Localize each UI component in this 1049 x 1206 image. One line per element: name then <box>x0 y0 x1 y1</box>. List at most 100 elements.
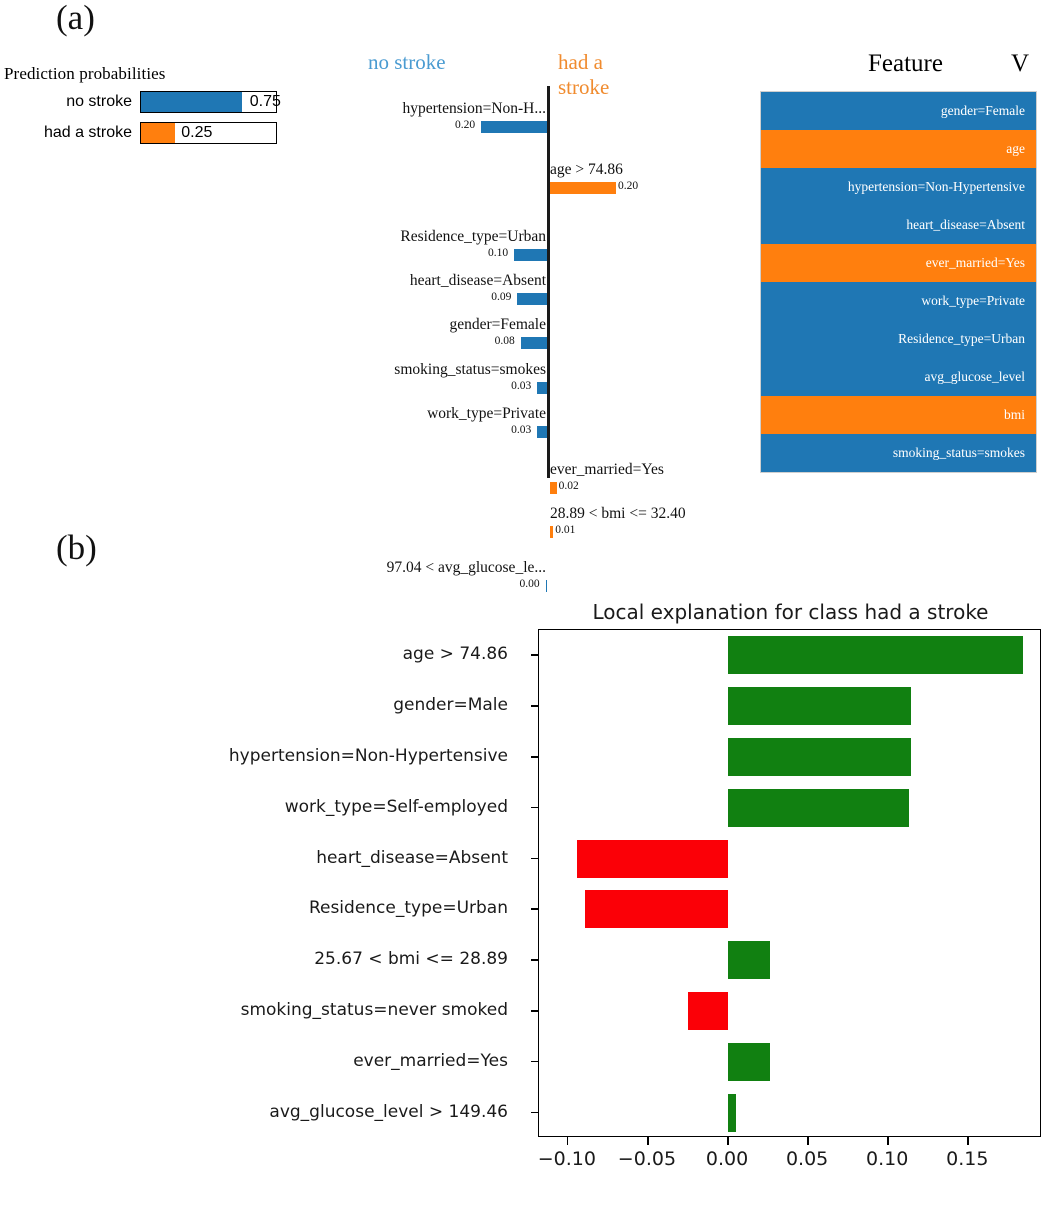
explanation-bar <box>728 636 1023 675</box>
x-axis-tick-label: −0.10 <box>537 1148 596 1170</box>
y-axis-tick <box>531 1111 539 1114</box>
contribution-value: 0.01 <box>555 524 576 536</box>
contribution-value: 0.03 <box>511 380 532 392</box>
explanation-bar <box>687 992 729 1030</box>
prediction-probability-fill <box>141 92 243 112</box>
y-axis-tick <box>531 756 539 758</box>
contributions-header: no stroke had a stroke <box>330 50 630 99</box>
contribution-value: 0.03 <box>511 424 532 436</box>
contribution-bar <box>550 182 616 194</box>
explanation-bar <box>728 1093 737 1132</box>
x-axis-tick-label: 0.00 <box>705 1148 749 1170</box>
y-axis-tick <box>531 654 539 656</box>
contribution-label: heart_disease=Absent <box>409 272 546 289</box>
bar-category-label: 25.67 < bmi <= 28.89 <box>314 949 508 970</box>
bar-category-label: work_type=Self-employed <box>284 796 508 817</box>
contribution-label: hypertension=Non-H... <box>402 100 546 117</box>
feature-value-row: heart_disease=Absent <box>761 206 1036 244</box>
feature-name: avg_glucose_level <box>924 369 1025 384</box>
x-axis-tick <box>887 1137 889 1145</box>
contribution-value: 0.09 <box>491 291 512 303</box>
x-axis-tick <box>566 1137 569 1145</box>
feature-name: work_type=Private <box>921 293 1025 308</box>
explanation-bar <box>728 738 911 776</box>
feature-name: Residence_type=Urban <box>898 331 1025 346</box>
feature-contributions-chart: no stroke had a stroke hypertension=Non-… <box>330 50 686 592</box>
prediction-class-label: no stroke <box>66 93 132 110</box>
y-axis-tick <box>531 857 539 860</box>
contributions-body: hypertension=Non-H... 0.20 age > 74.86 0.20… <box>330 86 686 592</box>
feature-value-header: Feature V <box>760 50 1049 90</box>
contribution-label: 28.89 < bmi <= 32.40 <box>550 505 686 522</box>
contribution-value: 0.20 <box>455 119 476 131</box>
class-label-had-a-stroke: had a stroke <box>558 50 610 99</box>
contribution-label: work_type=Private <box>427 405 546 422</box>
y-axis-tick <box>531 1060 539 1063</box>
feature-value-table: Feature V gender=Female age hypertension=N… <box>760 50 1049 473</box>
contribution-value: 0.20 <box>618 180 639 192</box>
contribution-value: 0.00 <box>519 578 540 590</box>
feature-value-row: avg_glucose_level <box>761 358 1036 396</box>
contribution-bar <box>517 293 547 305</box>
feature-name: heart_disease=Absent <box>906 217 1025 232</box>
contribution-bar <box>514 249 547 261</box>
feature-value-row: ever_married=Yes <box>761 244 1036 282</box>
contribution-bar <box>537 426 547 438</box>
x-axis-tick-label: 0.10 <box>866 1148 909 1170</box>
bar-category-label: ever_married=Yes <box>353 1050 508 1071</box>
feature-name: bmi <box>1003 407 1025 422</box>
y-axis-tick <box>531 1010 539 1012</box>
x-axis-tick <box>727 1137 729 1145</box>
x-axis-tick-label: −0.05 <box>617 1148 677 1170</box>
bar-category-label: gender=Male <box>393 695 508 716</box>
feature-value-row: Residence_type=Urban <box>761 320 1036 358</box>
feature-value-row: age <box>761 130 1036 168</box>
feature-name: smoking_status=smokes <box>892 445 1025 460</box>
prediction-probability-value: 0.25 <box>181 124 213 141</box>
contribution-bar <box>520 337 547 349</box>
column-header-value: V <box>1011 50 1030 77</box>
contribution-label: ever_married=Yes <box>550 461 664 478</box>
contribution-bar <box>550 482 557 494</box>
contribution-label: 97.04 < avg_glucose_le... <box>386 559 546 576</box>
contribution-label: age > 74.86 <box>550 161 623 178</box>
contribution-value: 0.10 <box>488 247 509 259</box>
contribution-bar <box>550 526 554 538</box>
x-axis-tick-label: 0.05 <box>785 1148 829 1170</box>
contribution-bar <box>537 382 547 394</box>
bar-category-label: smoking_status=never smoked <box>240 1000 508 1020</box>
feature-name: age <box>1006 141 1025 156</box>
local-explanation-chart: Local explanation for class had a stroke… <box>0 590 1049 1206</box>
x-axis-tick <box>807 1137 809 1145</box>
prediction-probabilities-title: Prediction probabilities <box>4 64 166 83</box>
panel-label-b: (b) <box>56 528 97 567</box>
contribution-label: smoking_status=smokes <box>394 361 546 378</box>
bar-category-label: avg_glucose_level > 149.46 <box>269 1101 508 1122</box>
bar-category-label: hypertension=Non-Hypertensive <box>228 746 508 766</box>
contribution-value: 0.08 <box>494 335 515 347</box>
explanation-bar <box>728 941 770 980</box>
explanation-bar <box>728 1042 770 1081</box>
feature-name: gender=Female <box>940 103 1025 118</box>
feature-name: hypertension=Non-Hypertensive <box>847 179 1025 194</box>
y-axis-tick <box>531 806 539 809</box>
prediction-probability-fill <box>141 123 175 143</box>
feature-value-row: hypertension=Non-Hypertensive <box>761 168 1036 206</box>
column-header-feature: Feature <box>868 50 943 77</box>
explanation-bar <box>577 839 729 878</box>
panel-label-a: (a) <box>56 0 95 37</box>
contribution-bar <box>545 580 547 592</box>
y-axis-tick <box>531 959 539 961</box>
explanation-bar <box>585 890 729 929</box>
contribution-label: gender=Female <box>449 316 546 333</box>
contribution-value: 0.02 <box>558 480 579 492</box>
chart-title: Local explanation for class had a stroke <box>592 600 989 624</box>
feature-value-row: bmi <box>761 396 1036 434</box>
x-axis-tick <box>646 1137 649 1145</box>
